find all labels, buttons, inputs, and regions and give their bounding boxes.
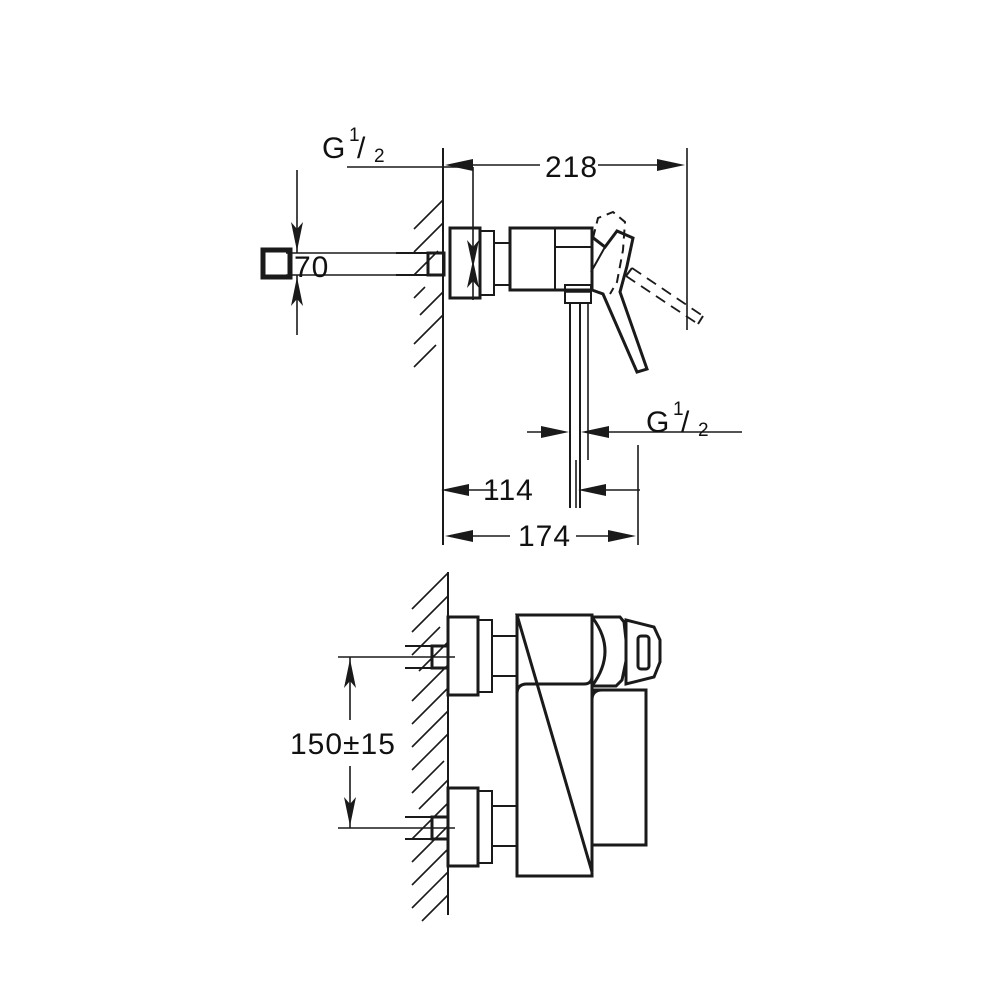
wall-hatching-bottom	[411, 572, 449, 922]
label-g-half-bottom: G 1 / 2	[646, 399, 709, 441]
label-174: 174	[518, 520, 571, 553]
g-half-top-prefix: G	[322, 132, 346, 165]
g-half-top-denominator: 2	[374, 146, 385, 167]
label-150-pm-15: 150±15	[290, 728, 396, 761]
escutcheon-upper-bottom	[405, 615, 518, 697]
bottom-view-group	[338, 572, 662, 922]
dimension-218	[442, 148, 688, 330]
label-g-half-top: G 1 / 2	[322, 125, 385, 167]
g-half-bottom-prefix: G	[646, 406, 670, 439]
top-view-group	[286, 148, 742, 545]
dimension-150-plusminus-15	[338, 656, 455, 829]
g-half-bottom-slash: /	[681, 406, 690, 439]
label-114: 114	[483, 474, 534, 507]
escutcheon-lower-bottom	[405, 786, 518, 868]
dimension-114	[441, 460, 640, 508]
dimension-g-half-bottom	[527, 426, 742, 438]
lever-handle-open-dashed-top	[592, 210, 704, 325]
outlet-pipe-top	[569, 303, 589, 508]
wall-hatching-top	[413, 199, 444, 368]
wall-section-top	[413, 148, 444, 545]
g-half-top-numerator: 1	[349, 125, 360, 146]
dimension-g-half-top	[347, 166, 479, 300]
lever-handle-bottom	[590, 615, 662, 688]
label-218: 218	[545, 151, 598, 184]
g-half-bottom-numerator: 1	[673, 399, 684, 420]
mixer-body-top	[508, 226, 594, 304]
wall-connector-top	[396, 251, 446, 277]
dimension-174	[442, 445, 639, 545]
inlet-neck-top	[493, 242, 511, 286]
g-half-top-slash: /	[357, 132, 366, 165]
square-symbol-icon	[260, 247, 293, 280]
label-square-70: 70	[260, 247, 329, 284]
g-half-bottom-denominator: 2	[698, 420, 709, 441]
square-70-value: 70	[294, 251, 329, 284]
dimension-square-70	[286, 170, 443, 335]
wall-section-bottom	[411, 572, 449, 922]
lever-handle-closed-top	[590, 229, 649, 374]
